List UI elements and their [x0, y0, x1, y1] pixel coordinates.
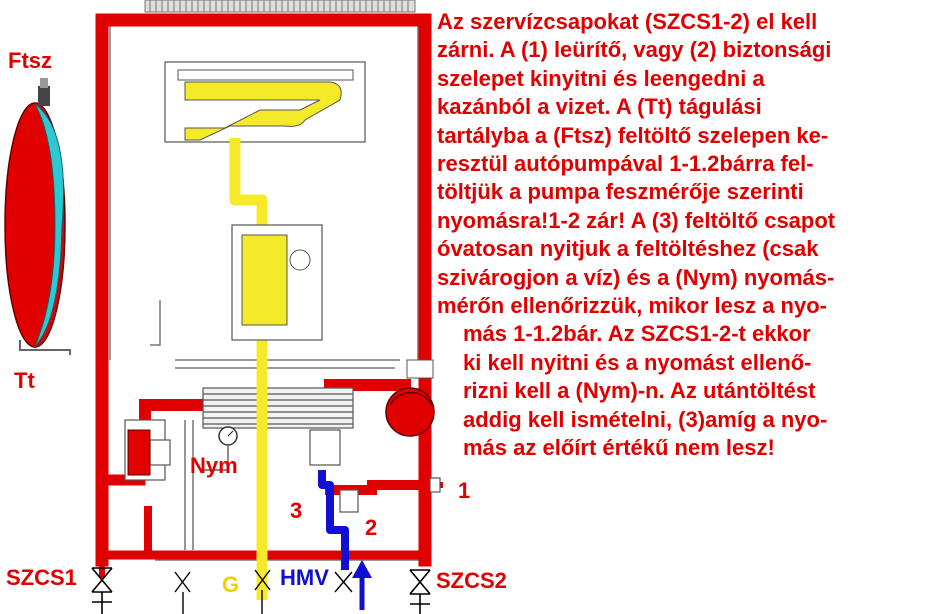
instruction-line-7: töltjük a pumpa feszmérője szerinti	[437, 179, 804, 205]
cold-water-valve	[174, 571, 353, 614]
label-tt: Tt	[14, 368, 35, 393]
circulation-pump	[385, 359, 435, 437]
instruction-line-11: mérőn ellenőrizzük, mikor lesz a nyo-	[437, 293, 827, 319]
label-3: 3	[290, 498, 303, 523]
instruction-line-indented-3: rizni kell a (Nym)-n. Az utántöltést	[463, 378, 816, 404]
heat-exchanger-fins	[144, 0, 416, 13]
instruction-line-3: szelepet kinyitni és leengedni a	[437, 65, 765, 91]
instruction-line-indented-4: addig kell ismételni, (3)amíg a nyo-	[463, 406, 828, 432]
label-g: G	[222, 572, 240, 597]
plate-heat-exchanger	[202, 387, 354, 429]
pressure-gauge	[200, 426, 238, 471]
drain-valve	[429, 477, 441, 493]
label-ftsz: Ftsz	[8, 48, 52, 73]
service-valve-szcs2	[409, 569, 431, 614]
burner-assembly	[164, 61, 366, 143]
expansion-tank	[4, 78, 71, 355]
gas-service-valve	[254, 569, 271, 614]
label-nym: Nym	[190, 453, 238, 478]
hot-water-pipe	[318, 470, 349, 570]
cold-water-up-arrow-icon	[352, 560, 372, 610]
instruction-line-indented-1: más 1-1.2bár. Az SZCS1-2-t ekkor	[463, 321, 811, 347]
instruction-line-8: nyomásra!1-2 zár! A (3) feltöltő csapot	[437, 207, 836, 233]
casing-outline	[109, 20, 430, 561]
label-1: 1	[458, 478, 471, 503]
instruction-line-2: zárni. A (1) leürítő, vagy (2) biztonság…	[437, 37, 832, 63]
instruction-line-10: szivárogjon a víz) és a (Nym) nyomás-	[437, 264, 835, 290]
gas-valve	[231, 224, 323, 341]
gas-line	[229, 138, 268, 600]
label-szcs2: SZCS2	[436, 568, 507, 593]
instruction-line-indented-5: más az előírt értékű nem lesz!	[463, 435, 775, 461]
instruction-line-indented-2: ki kell nyitni és a nyomást ellenő-	[463, 349, 812, 375]
instruction-line-9: óvatosan nyitjuk a feltöltéshez (csak	[437, 236, 819, 262]
instruction-line-6: resztül autópumpával 1-1.2bárra fel-	[437, 151, 814, 177]
instruction-text-block: Az szervízcsapokat (SZCS1-2) el kell zárn…	[437, 8, 835, 320]
label-szcs1: SZCS1	[6, 565, 77, 590]
instruction-line-4: kazánból a vizet. A (Tt) tágulási	[437, 94, 762, 120]
diverter-red-body	[127, 429, 151, 476]
instruction-line-5: tartályba a (Ftsz) feltöltő szelepen ke-	[437, 122, 829, 148]
diverter-valve	[124, 419, 359, 513]
label-hmv: HMV	[280, 565, 329, 590]
instruction-line-1: Az szervízcsapokat (SZCS1-2) el kell	[437, 9, 818, 34]
label-2: 2	[365, 515, 378, 540]
service-valve-szcs1	[91, 567, 113, 614]
